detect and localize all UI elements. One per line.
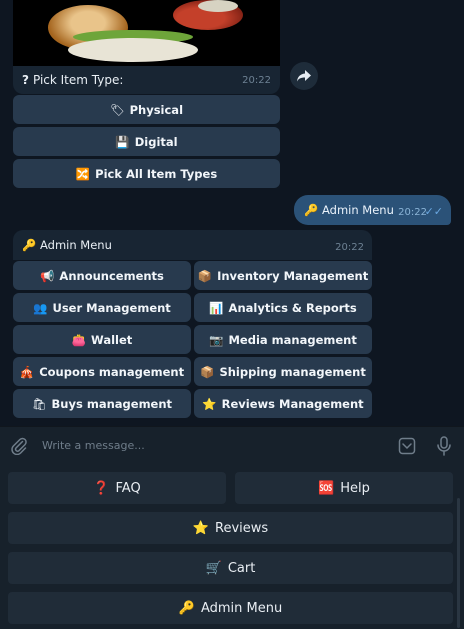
- shipping-management-button[interactable]: 📦Shipping management: [194, 357, 372, 386]
- sticker-icon: [398, 437, 416, 455]
- shopping-cart-icon: 🛒: [205, 560, 222, 576]
- message-time: 20:22: [398, 207, 427, 218]
- package-icon: 📦: [197, 268, 213, 283]
- announcements-button[interactable]: 📢Announcements: [13, 261, 191, 290]
- sos-icon: 🆘: [318, 480, 335, 496]
- circus-tent-icon: 🎪: [19, 364, 35, 379]
- attach-button[interactable]: [10, 437, 28, 459]
- question-mark-icon: ?: [22, 73, 29, 87]
- admin-menu-message: 🔑 Admin Menu 20:22: [13, 230, 372, 260]
- voice-record-button[interactable]: [436, 436, 452, 460]
- item-type-caption: ?Pick Item Type:: [22, 73, 124, 87]
- question-mark-icon: ❓: [93, 480, 110, 496]
- forward-button[interactable]: [290, 62, 318, 90]
- keyboard-faq-button[interactable]: ❓FAQ: [8, 472, 226, 504]
- item-type-message: ?Pick Item Type: 20:22: [13, 66, 280, 94]
- outgoing-message: 🔑 Admin Menu 20:22 ✓✓: [294, 195, 451, 225]
- message-time: 20:22: [242, 75, 271, 86]
- keyboard-admin-menu-button[interactable]: 🔑Admin Menu: [8, 592, 453, 624]
- purse-icon: 👛: [71, 332, 87, 347]
- outgoing-message-text: 🔑 Admin Menu: [304, 203, 394, 217]
- keyboard-help-button[interactable]: 🆘Help: [235, 472, 453, 504]
- package-icon: 📦: [200, 364, 215, 379]
- reply-keyboard: ❓FAQ 🆘Help ⭐Reviews 🛒Cart 🔑Admin Menu: [0, 464, 464, 629]
- food-sauce: [198, 0, 238, 12]
- media-management-button[interactable]: 📷Media management: [194, 325, 372, 354]
- chat-area: ?Pick Item Type: 20:22 🏷Physical 💾Digita…: [13, 0, 451, 418]
- star-icon: ⭐: [192, 520, 210, 536]
- keyboard-cart-button[interactable]: 🛒Cart: [8, 552, 453, 584]
- shopping-bag-icon: 🛍: [31, 396, 47, 411]
- microphone-icon: [437, 436, 451, 456]
- product-photo[interactable]: [13, 0, 280, 66]
- coupons-management-button[interactable]: 🎪Coupons management: [13, 357, 191, 386]
- bar-chart-icon: 📊: [209, 300, 224, 315]
- message-composer: Write a message...: [0, 426, 464, 465]
- keyboard-scrollbar[interactable]: [457, 498, 460, 628]
- key-icon: 🔑: [178, 600, 195, 616]
- sticker-button[interactable]: [398, 437, 416, 459]
- megaphone-icon: 📢: [40, 268, 55, 283]
- admin-menu-message-text: 🔑 Admin Menu: [22, 238, 112, 252]
- keyboard-reviews-button[interactable]: ⭐Reviews: [8, 512, 453, 544]
- buys-management-button[interactable]: 🛍Buys management: [13, 389, 191, 418]
- message-time: 20:22: [335, 242, 364, 253]
- inventory-management-button[interactable]: 📦Inventory Management: [194, 261, 372, 290]
- item-type-digital-button[interactable]: 💾Digital: [13, 127, 280, 156]
- key-icon: 🔑: [304, 203, 319, 217]
- camera-icon: 📷: [209, 332, 224, 347]
- analytics-reports-button[interactable]: 📊Analytics & Reports: [194, 293, 372, 322]
- user-management-button[interactable]: 👥User Management: [13, 293, 191, 322]
- reviews-management-button[interactable]: ⭐Reviews Management: [194, 389, 372, 418]
- label-tag-icon: 🏷: [109, 102, 125, 117]
- share-arrow-icon: [297, 70, 311, 82]
- food-plate: [68, 38, 198, 62]
- users-icon: 👥: [33, 300, 48, 315]
- wallet-button[interactable]: 👛Wallet: [13, 325, 191, 354]
- star-icon: ⭐: [202, 396, 217, 411]
- item-type-all-button[interactable]: 🔀Pick All Item Types: [13, 159, 280, 188]
- key-icon: 🔑: [22, 238, 37, 252]
- paperclip-icon: [11, 437, 27, 456]
- floppy-disk-icon: 💾: [115, 134, 130, 149]
- message-input[interactable]: Write a message...: [42, 439, 145, 452]
- double-check-icon: ✓✓: [424, 205, 443, 218]
- item-type-physical-button[interactable]: 🏷Physical: [13, 95, 280, 124]
- shuffle-icon: 🔀: [75, 166, 91, 181]
